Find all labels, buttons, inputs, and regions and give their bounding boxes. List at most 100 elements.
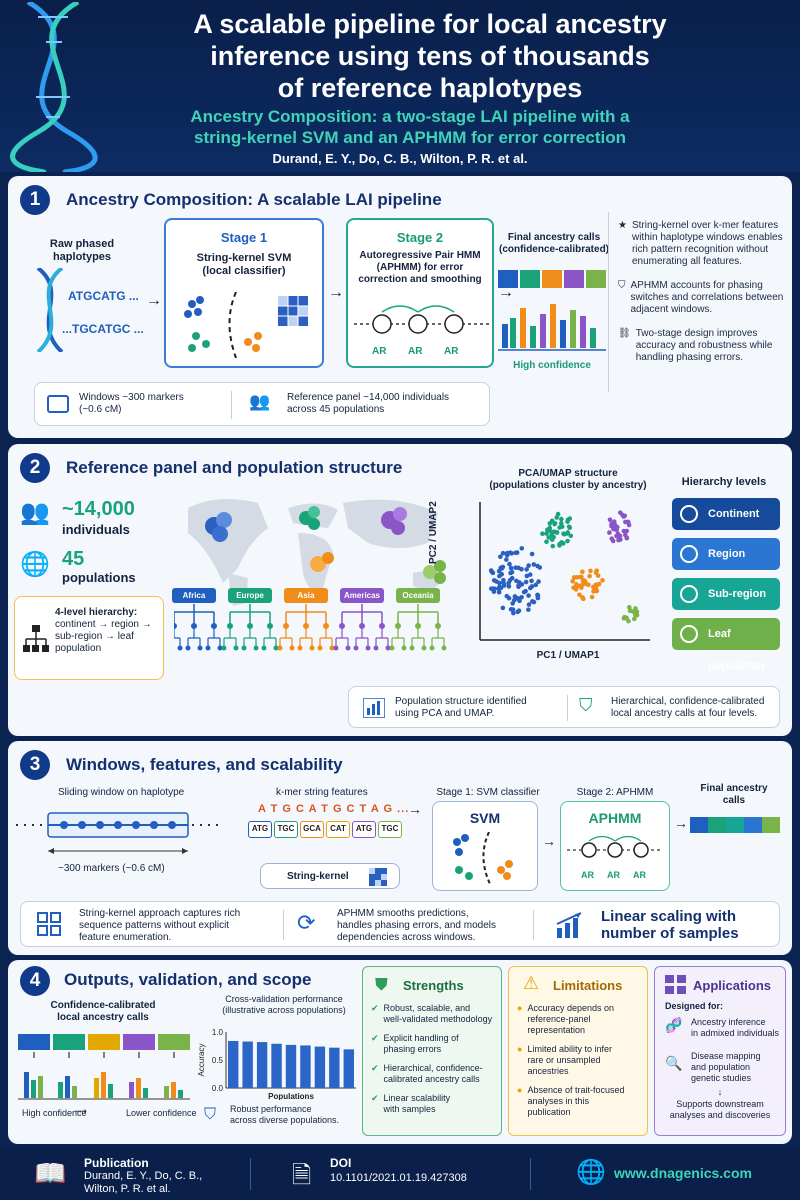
cv-y-tick: 1.0 (212, 1028, 224, 1037)
region-pill: Asia (284, 588, 328, 603)
svm-title: SVM (469, 810, 501, 826)
section-outputs: 4 Outputs, validation, and scope Confide… (8, 960, 792, 1144)
tree-node (283, 623, 289, 629)
cv-ylabel: Accuracy (197, 1044, 206, 1077)
pca-point (580, 569, 585, 575)
pca-point (624, 528, 630, 534)
tree-branch (319, 629, 333, 646)
pca-point (507, 561, 512, 567)
applications-title: Applications (693, 978, 772, 993)
pca-point (571, 585, 576, 590)
pca-point (516, 565, 521, 571)
website-link[interactable]: www.dnagenics.com (614, 1165, 752, 1181)
pca-point (497, 580, 502, 586)
stage1-card: Stage 1 String-kernel SVM(local classifi… (164, 218, 324, 368)
svm-clusters-icon (453, 832, 513, 886)
pca-point (500, 550, 506, 556)
pca-point (508, 565, 514, 571)
pca-point (511, 610, 516, 616)
divider (567, 695, 568, 721)
pca-point (527, 572, 533, 577)
world-map (188, 499, 446, 606)
check-icon: ✔ (371, 1003, 379, 1013)
tree-leaf (253, 645, 259, 651)
individuals-count: ~14,000 (62, 498, 135, 520)
pca-point (531, 599, 537, 605)
cv-title: Cross-validation performance(illustrativ… (222, 994, 346, 1015)
section-reference-panel: 2 Reference panel and population structu… (8, 444, 792, 736)
tree-node (435, 623, 441, 629)
tree-node (359, 623, 365, 629)
pca-point (612, 522, 618, 528)
tree-branch (279, 629, 293, 646)
kmer-box: TGC (378, 821, 402, 838)
pca-point (533, 582, 539, 588)
hierarchy-level-label: Region (708, 548, 746, 560)
pca-point (567, 516, 573, 521)
ar-label: AR (408, 346, 423, 357)
pca-point (626, 618, 631, 624)
tree-leaf (421, 645, 427, 651)
tree-branch (285, 604, 327, 624)
pca-point (550, 543, 556, 549)
stage1-label: Stage 1: SVM classifier (436, 787, 540, 798)
tree-leaf (365, 645, 371, 651)
tree-node (415, 623, 421, 629)
pca-point (611, 526, 616, 532)
pca-xlabel: PC1 / UMAP1 (536, 650, 600, 661)
pca-point (496, 589, 502, 595)
pca-point (586, 582, 591, 588)
pca-point (547, 521, 553, 526)
pca-point (535, 592, 540, 598)
pca-point (610, 538, 616, 544)
tree-branch (229, 604, 271, 624)
grid-icon (665, 975, 686, 994)
arrow-icon: → (146, 292, 162, 309)
hierarchy-level-label: Leaf population (708, 628, 765, 672)
ar-label: AR (607, 870, 620, 880)
bullet-icon: ● (517, 1003, 523, 1013)
pca-point (516, 608, 522, 614)
hierarchy-level: Region (672, 538, 780, 570)
pca-point (560, 541, 566, 546)
pca-point (524, 567, 529, 572)
section-title: Reference panel and population structure (66, 458, 403, 477)
pca-point (614, 533, 619, 539)
pca-point (595, 573, 601, 578)
designed-for: Designed for: (665, 1001, 724, 1011)
pca-point (552, 521, 558, 526)
bullet-icon: ● (517, 1044, 523, 1054)
pca-point (501, 580, 506, 586)
tree-node (227, 623, 233, 629)
tree-branch (341, 604, 383, 624)
doi-link[interactable]: 10.1101/2021.01.19.427308 (330, 1172, 467, 1184)
pca-point (623, 519, 628, 525)
divider (250, 1158, 251, 1190)
section-number: 3 (20, 750, 50, 780)
cv-bar (271, 1043, 282, 1088)
ar-label: AR (633, 870, 646, 880)
ar-label: AR (444, 346, 459, 357)
level-icon (680, 585, 698, 603)
pca-point (529, 578, 534, 584)
hierarchy-icon (23, 625, 49, 652)
pca-point (559, 516, 564, 522)
section-title: Ancestry Composition: A scalable LAI pip… (66, 190, 442, 209)
tree-leaf (297, 645, 303, 651)
link-icon: ⛓ (618, 328, 631, 339)
kmer-sequence: A T G C A T G C T A G ... (258, 803, 410, 815)
hierarchy-level: Leaf population (672, 618, 780, 672)
pca-point (508, 570, 513, 576)
pca-point (531, 562, 537, 567)
check-icon: ✔ (371, 1093, 379, 1103)
document-icon: 🗎 (292, 1162, 312, 1189)
final-calls-bar-icon (690, 817, 780, 833)
pca-point (526, 593, 531, 598)
